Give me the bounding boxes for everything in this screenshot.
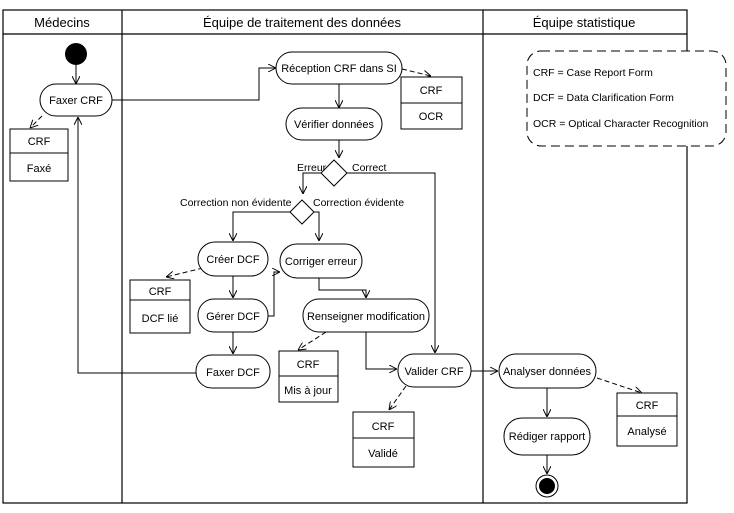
activity-corriger-erreur[interactable] xyxy=(279,243,363,279)
activity-faxer-dcf-label: Faxer DCF xyxy=(206,367,260,379)
activity-valider-crf[interactable] xyxy=(397,353,472,388)
object-crf-faxe-name: CRF xyxy=(28,136,51,148)
activity-reception-crf[interactable] xyxy=(275,51,403,85)
object-crf-valide-name: CRF xyxy=(372,421,395,433)
lane-title-medecins: Médecins xyxy=(34,15,90,30)
object-crf-valide: CRF Validé xyxy=(352,411,415,468)
decision-correction xyxy=(289,199,315,225)
activity-analyser-donnees-label: Analyser données xyxy=(503,366,592,378)
object-crf-analyse-box xyxy=(616,392,678,447)
initial-node xyxy=(65,43,87,65)
legend-line-crf: CRF = Case Report Form xyxy=(533,67,653,79)
activity-faxer-crf-label: Faxer CRF xyxy=(49,95,103,107)
object-crf-faxe-box xyxy=(9,128,69,182)
flow-decision2-non-evidente xyxy=(233,211,290,241)
activity-verifier-donnees[interactable] xyxy=(285,107,383,141)
guard-non-evidente: Correction non évidente xyxy=(180,197,292,209)
activity-faxer-crf[interactable] xyxy=(39,83,113,117)
activity-faxer-dcf[interactable] xyxy=(195,354,271,389)
object-crf-analyse: CRF Analysé xyxy=(616,392,678,447)
flow-renseigner-to-valider xyxy=(365,332,397,369)
lane-title-statistique: Équipe statistique xyxy=(533,15,636,30)
guard-evidente: Correction évidente xyxy=(313,197,404,209)
object-crf-ocr-name: CRF xyxy=(420,85,443,97)
object-crf-analyse-name: CRF xyxy=(636,400,659,412)
flow-decision1-erreur xyxy=(303,172,321,194)
object-crf-ocr-state: OCR xyxy=(419,111,444,123)
lane-title-traitement: Équipe de traitement des données xyxy=(203,15,402,30)
activity-renseigner-modification[interactable] xyxy=(302,298,430,333)
object-crf-dcf-lie-state: DCF lié xyxy=(142,313,179,325)
objflow-analyser-to-analyse xyxy=(596,377,642,393)
control-flows xyxy=(76,65,547,474)
flow-gerer-to-corriger xyxy=(268,272,280,317)
object-crf-valide-box xyxy=(352,411,415,468)
objflow-faxer-to-faxe xyxy=(30,115,43,128)
object-crf-valide-state: Validé xyxy=(368,448,398,460)
object-crf-analyse-state: Analysé xyxy=(627,426,666,438)
activity-creer-dcf[interactable] xyxy=(197,241,269,277)
activity-rediger-rapport-label: Rédiger rapport xyxy=(509,431,585,443)
activity-gerer-dcf[interactable] xyxy=(197,298,269,333)
guard-erreur: Erreur xyxy=(297,162,327,174)
activity-valider-crf-label: Valider CRF xyxy=(404,366,463,378)
object-crf-mis-a-jour-name: CRF xyxy=(297,359,320,371)
object-crf-mis-a-jour: CRF Mis à jour xyxy=(278,350,339,403)
flow-faxerdcf-to-faxercrf xyxy=(78,117,196,374)
object-crf-dcf-lie-box xyxy=(129,279,191,334)
objflow-valider-to-valide xyxy=(389,385,407,410)
final-node-core xyxy=(539,478,555,494)
activity-verifier-donnees-label: Vérifier données xyxy=(294,119,375,131)
legend-note xyxy=(526,50,727,147)
activity-creer-dcf-label: Créer DCF xyxy=(206,254,259,266)
flow-decision2-evidente xyxy=(314,211,319,241)
activity-renseigner-modification-label: Renseigner modification xyxy=(307,311,425,323)
activity-analyser-donnees[interactable] xyxy=(498,353,597,389)
activity-reception-crf-label: Réception CRF dans SI xyxy=(281,63,397,75)
flow-faxer-to-reception xyxy=(112,68,276,101)
objflow-reception-to-ocr xyxy=(401,68,431,76)
objflow-renseigner-to-misajour xyxy=(298,331,327,350)
object-crf-dcf-lie: CRF DCF lié xyxy=(129,279,191,334)
objflow-creer-to-dcflie xyxy=(166,267,204,277)
guard-correct: Correct xyxy=(352,162,387,174)
object-flows xyxy=(30,68,642,410)
activity-rediger-rapport[interactable] xyxy=(503,417,591,456)
flow-decision1-correct xyxy=(347,172,435,353)
object-crf-faxe: CRF Faxé xyxy=(9,128,69,182)
swimlane-frame xyxy=(2,9,688,504)
decision-erreur-correct xyxy=(320,159,348,187)
object-crf-faxe-state: Faxé xyxy=(27,163,51,175)
legend-line-dcf: DCF = Data Clarification Form xyxy=(533,92,674,104)
activity-gerer-dcf-label: Gérer DCF xyxy=(206,311,260,323)
activity-corriger-erreur-label: Corriger erreur xyxy=(285,256,357,268)
object-crf-dcf-lie-name: CRF xyxy=(149,286,172,298)
legend-line-ocr: OCR = Optical Character Recognition xyxy=(533,118,709,130)
object-crf-ocr: CRF OCR xyxy=(400,76,463,130)
object-crf-mis-a-jour-state: Mis à jour xyxy=(284,385,332,397)
flow-corriger-to-renseigner xyxy=(318,278,366,298)
